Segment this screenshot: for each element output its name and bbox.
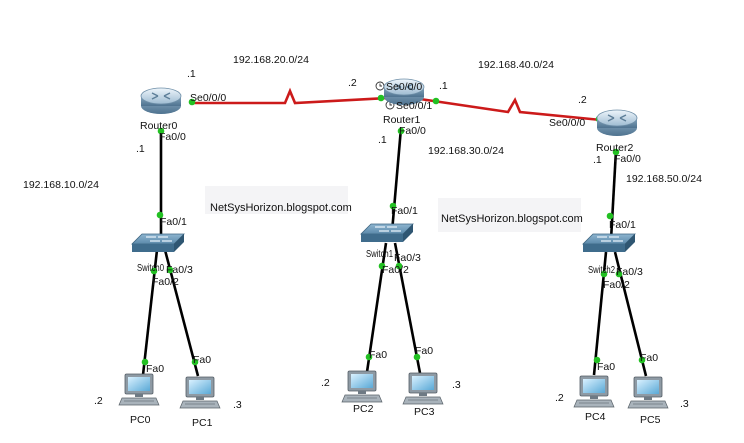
network-label: 192.168.50.0/24	[626, 173, 702, 185]
link-light	[156, 211, 164, 219]
host-id-label: .1	[593, 154, 602, 166]
link-light	[600, 270, 608, 278]
interface-label: Se0/0/0	[386, 81, 422, 93]
link-light	[612, 148, 620, 156]
interface-label: Fa0/3	[616, 266, 643, 278]
link-light	[395, 262, 403, 270]
interface-label: Se0/0/0	[549, 117, 585, 129]
host-id-label: .1	[439, 80, 448, 92]
host-id-label: .3	[680, 398, 689, 410]
link-light	[615, 270, 623, 278]
serial-link-router1-router2[interactable]	[419, 97, 602, 122]
interface-label: Fa0/1	[609, 219, 636, 231]
switch0[interactable]	[131, 233, 185, 253]
interface-label: Fa0	[597, 361, 615, 373]
host-id-label: .1	[187, 68, 196, 80]
device-name: PC5	[640, 414, 661, 426]
interface-label: Fa0	[146, 363, 164, 375]
link-light	[606, 212, 614, 220]
host-id-label: .1	[136, 143, 145, 155]
link-light	[157, 127, 165, 135]
watermark-box	[438, 198, 581, 232]
device-name: PC1	[192, 417, 213, 429]
interface-label: Fa0	[369, 349, 387, 361]
link-light	[150, 267, 158, 275]
interface-label: Fa0/3	[394, 252, 421, 264]
network-label: 192.168.40.0/24	[478, 59, 554, 71]
host-id-label: .1	[378, 134, 387, 146]
interface-label: Fa0	[415, 345, 433, 357]
ethernet-link-router2-switch2[interactable]	[609, 149, 618, 241]
router2[interactable]	[596, 109, 638, 137]
host-id-label: .2	[321, 377, 330, 389]
link-light	[389, 202, 397, 210]
link-light	[188, 98, 196, 106]
link-light	[141, 358, 149, 366]
device-name: PC4	[585, 411, 606, 423]
pc0[interactable]	[118, 373, 160, 406]
interface-label: Fa0/0	[614, 153, 641, 165]
host-id-label: .2	[578, 94, 587, 106]
host-id-label: .2	[555, 392, 564, 404]
interface-label: Se0/0/0	[190, 92, 226, 104]
link-light	[413, 353, 421, 361]
link-light	[593, 356, 601, 364]
interface-label: Fa0	[193, 354, 211, 366]
interface-label: Fa0/2	[382, 264, 409, 276]
link-light	[432, 97, 440, 105]
watermark-box	[205, 186, 348, 214]
host-id-label: .3	[452, 379, 461, 391]
serial-link-router0-router1[interactable]	[190, 87, 388, 105]
device-name: PC3	[414, 406, 435, 418]
watermark-text: NetSysHorizon.blogspot.com	[441, 213, 583, 225]
link-light	[365, 353, 373, 361]
link-light	[397, 127, 405, 135]
interface-label: Fa0/2	[603, 279, 630, 291]
switch1[interactable]	[360, 223, 414, 243]
clock-icon	[375, 81, 385, 91]
link-light	[166, 266, 174, 274]
link-light	[191, 358, 199, 366]
watermark-text: NetSysHorizon.blogspot.com	[210, 202, 352, 214]
host-id-label: .2	[348, 77, 357, 89]
host-id-label: .3	[233, 399, 242, 411]
switch2[interactable]	[582, 233, 636, 253]
link-light	[638, 356, 646, 364]
router0[interactable]	[140, 87, 182, 115]
interface-label: Fa0/0	[159, 131, 186, 143]
device-name: Router0	[140, 120, 178, 132]
interface-label: Fa0	[640, 352, 658, 364]
device-name: PC2	[353, 403, 374, 415]
link-light	[377, 94, 385, 102]
host-id-label: .2	[94, 395, 103, 407]
pc3[interactable]	[402, 372, 444, 405]
interface-label: Se0/0/1	[396, 100, 432, 112]
pc5[interactable]	[627, 376, 669, 409]
device-name: PC0	[130, 414, 151, 426]
interface-label: Fa0/0	[399, 125, 426, 137]
ethernet-link-router1-switch1[interactable]	[390, 127, 403, 233]
network-label: 192.168.30.0/24	[428, 145, 504, 157]
interface-label: Fa0/2	[152, 276, 179, 288]
network-label: 192.168.10.0/24	[23, 179, 99, 191]
interface-label: Fa0/1	[160, 216, 187, 228]
pc2[interactable]	[341, 370, 383, 403]
interface-label: Fa0/1	[391, 205, 418, 217]
device-name: Router2	[596, 142, 634, 154]
link-light	[378, 262, 386, 270]
device-name: Switch2	[588, 264, 615, 276]
device-name: Switch1	[366, 248, 393, 260]
interface-label: Fa0/3	[166, 264, 193, 276]
pc4[interactable]	[573, 375, 615, 408]
link-lights	[141, 94, 646, 366]
device-name: Switch0	[137, 262, 164, 274]
network-label: 192.168.20.0/24	[233, 54, 309, 66]
device-name: Router1	[383, 114, 421, 126]
pc1[interactable]	[179, 376, 221, 409]
